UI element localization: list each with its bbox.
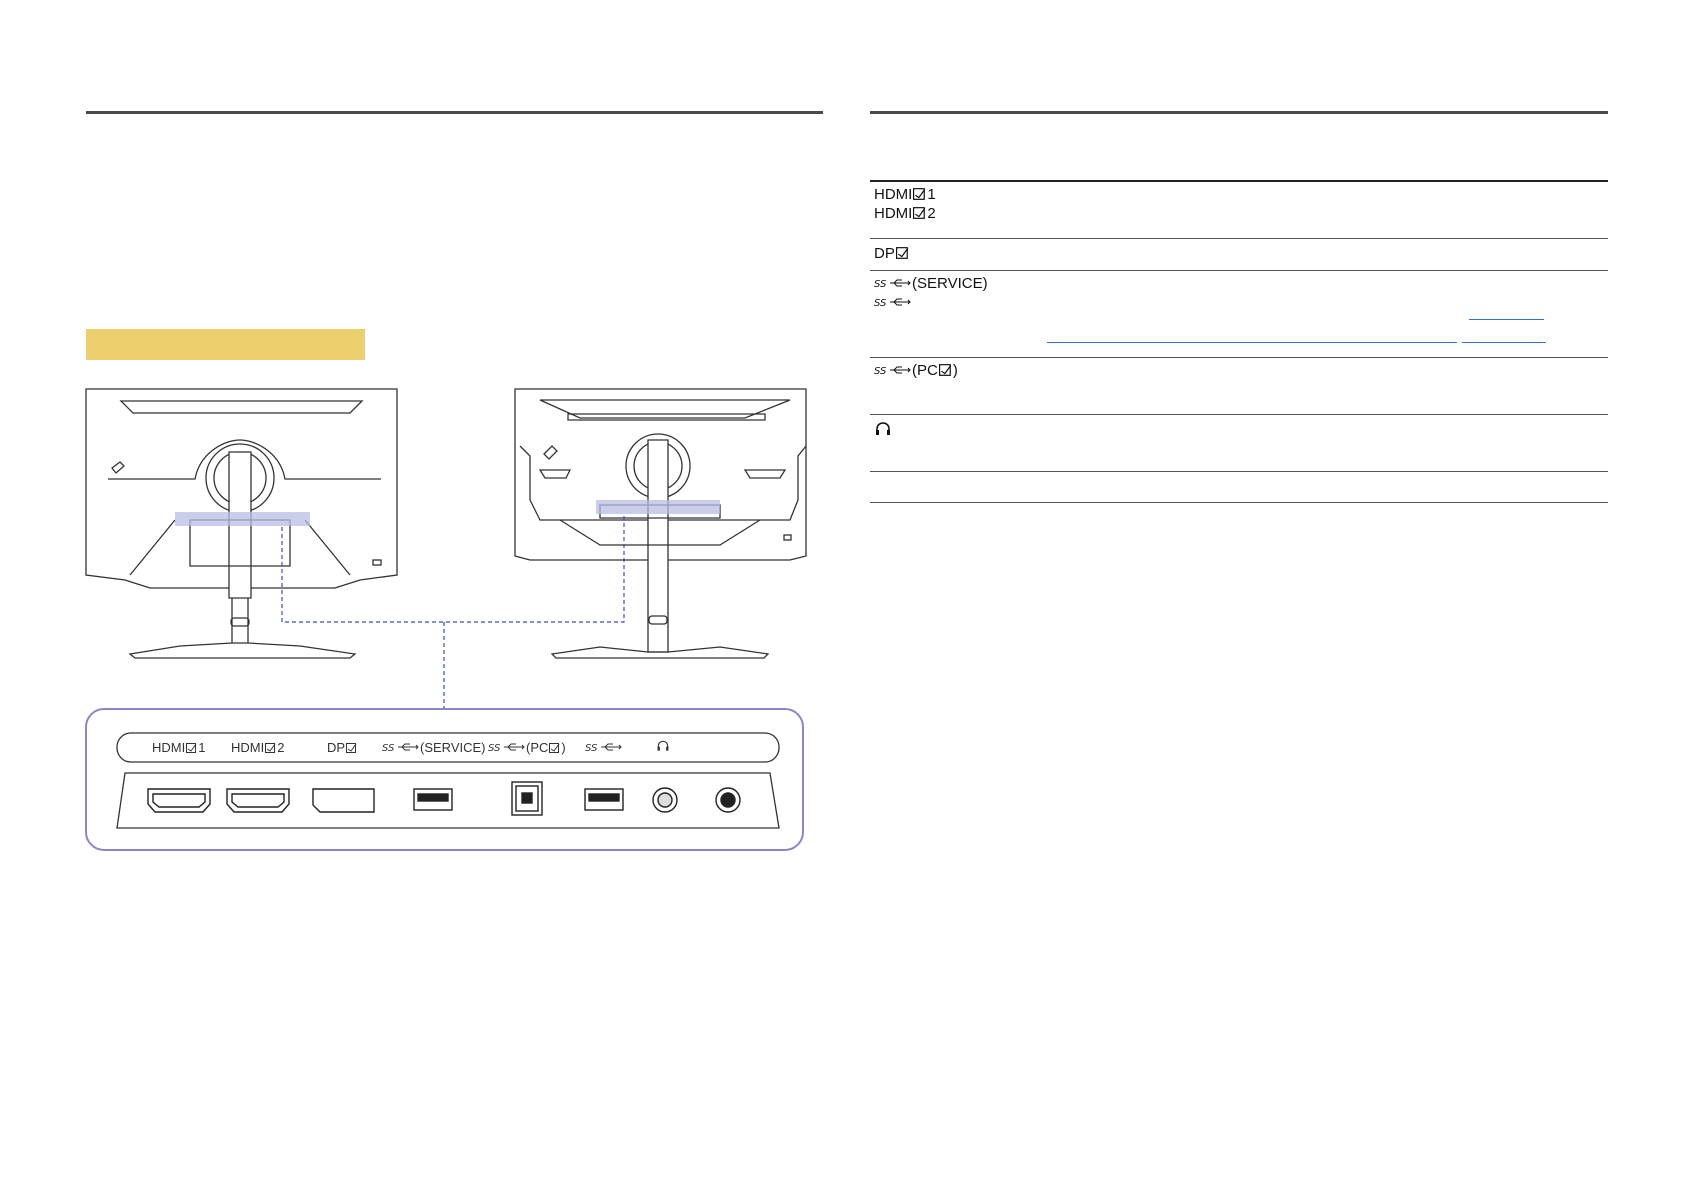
usb-superspeed-icon: SS [488, 743, 525, 753]
svg-text:SS: SS [382, 743, 395, 753]
left-section-rule [86, 111, 823, 114]
panel-label-dp-text: DP [327, 740, 346, 755]
link-underline[interactable] [1462, 342, 1546, 343]
right-monitor-illustration [514, 388, 807, 659]
input-icon [186, 743, 197, 753]
svg-text:SS: SS [874, 366, 887, 376]
hdmi2-number: 2 [927, 205, 936, 222]
svg-text:SS: SS [488, 743, 501, 753]
hdmi1-port-shape [147, 788, 211, 813]
connectors-table: HDMI 1 HDMI 2 DP SS (SERVICE) SS SS (PC) [870, 180, 1608, 503]
hdmi1-label: HDMI [874, 186, 913, 203]
panel-label-usb-pc-close: ) [561, 740, 566, 755]
dp-port-shape [312, 788, 375, 813]
table-cell-port: SS (SERVICE) SS [870, 271, 1608, 312]
panel-label-hdmi2-num: 2 [277, 740, 285, 755]
input-icon [346, 743, 357, 753]
usb-a-port-shape [584, 788, 624, 811]
input-icon [895, 247, 909, 259]
panel-label-hdmi2-text: HDMI [231, 740, 265, 755]
link-underline[interactable] [1047, 342, 1457, 343]
hdmi2-port-shape [226, 788, 290, 813]
panel-label-usb-pc: SS (PC) [488, 740, 566, 755]
table-row-headphone [870, 414, 1608, 471]
ports-label-strip [116, 732, 780, 763]
right-section-rule [870, 111, 1608, 114]
model-highlight-bar [86, 329, 365, 360]
table-line-hdmi2: HDMI 2 [874, 204, 1608, 223]
headphone-icon [876, 422, 890, 435]
usb-pc-label-close: ) [952, 362, 958, 379]
usb-superspeed-icon: SS [874, 279, 911, 289]
table-bottom-rule [870, 502, 1608, 503]
table-cell-port: HDMI 1 HDMI 2 [870, 182, 1608, 223]
usb-service-label: (SERVICE) [912, 275, 988, 292]
input-icon [938, 364, 952, 376]
input-icon [265, 743, 276, 753]
table-line-usb-service: SS (SERVICE) [874, 274, 1608, 293]
audio-jack-shape [715, 787, 741, 813]
usb-service-port-shape [413, 788, 453, 811]
panel-label-hdmi2: HDMI 2 [231, 740, 284, 755]
ports-panel-border [85, 708, 804, 851]
table-line-usb: SS [874, 293, 1608, 312]
svg-text:SS: SS [585, 743, 598, 753]
usb-superspeed-icon: SS [874, 366, 911, 376]
table-row-usb-service: SS (SERVICE) SS [870, 270, 1608, 357]
table-row-dp: DP [870, 238, 1608, 270]
dp-label: DP [874, 245, 895, 262]
usb-superspeed-icon: SS [874, 298, 911, 308]
hdmi2-label: HDMI [874, 205, 913, 222]
headphone-jack-shape [652, 787, 678, 813]
panel-label-usb: SS [585, 740, 623, 755]
panel-label-dp: DP [327, 740, 358, 755]
table-row-hdmi: HDMI 1 HDMI 2 [870, 180, 1608, 238]
link-underline[interactable] [1469, 319, 1544, 320]
table-cell-port [870, 415, 1608, 443]
table-cell-port: DP [870, 239, 1608, 263]
usb-b-port-shape [511, 781, 543, 816]
table-line-hdmi1: HDMI 1 [874, 185, 1608, 204]
panel-label-usb-pc-open: (PC [526, 740, 549, 755]
left-ports-highlight [175, 512, 310, 526]
svg-text:SS: SS [874, 279, 887, 289]
panel-label-hdmi1-num: 1 [198, 740, 206, 755]
table-line-usb-pc: SS (PC) [874, 361, 1608, 380]
left-monitor-illustration [85, 388, 398, 659]
panel-label-usb-service-text: (SERVICE) [420, 740, 486, 755]
panel-label-usb-service: SS (SERVICE) [382, 740, 486, 755]
usb-pc-label-open: (PC [912, 362, 938, 379]
table-row-usb-pc: SS (PC) [870, 357, 1608, 414]
usb-superspeed-icon: SS [382, 743, 419, 753]
hdmi1-number: 1 [927, 186, 936, 203]
input-icon [913, 207, 926, 219]
usb-superspeed-icon: SS [585, 743, 622, 753]
table-cell-port: SS (PC) [870, 358, 1608, 380]
input-icon [913, 188, 926, 200]
input-icon [549, 743, 560, 753]
right-ports-highlight [596, 500, 720, 514]
panel-label-hdmi1-text: HDMI [152, 740, 186, 755]
table-line-dp: DP [874, 244, 1608, 263]
panel-label-headphone [656, 739, 670, 756]
dashed-connector [281, 515, 625, 708]
panel-label-hdmi1: HDMI 1 [152, 740, 205, 755]
svg-text:SS: SS [874, 298, 887, 308]
headphone-icon [657, 740, 669, 751]
table-row-empty [870, 471, 1608, 502]
